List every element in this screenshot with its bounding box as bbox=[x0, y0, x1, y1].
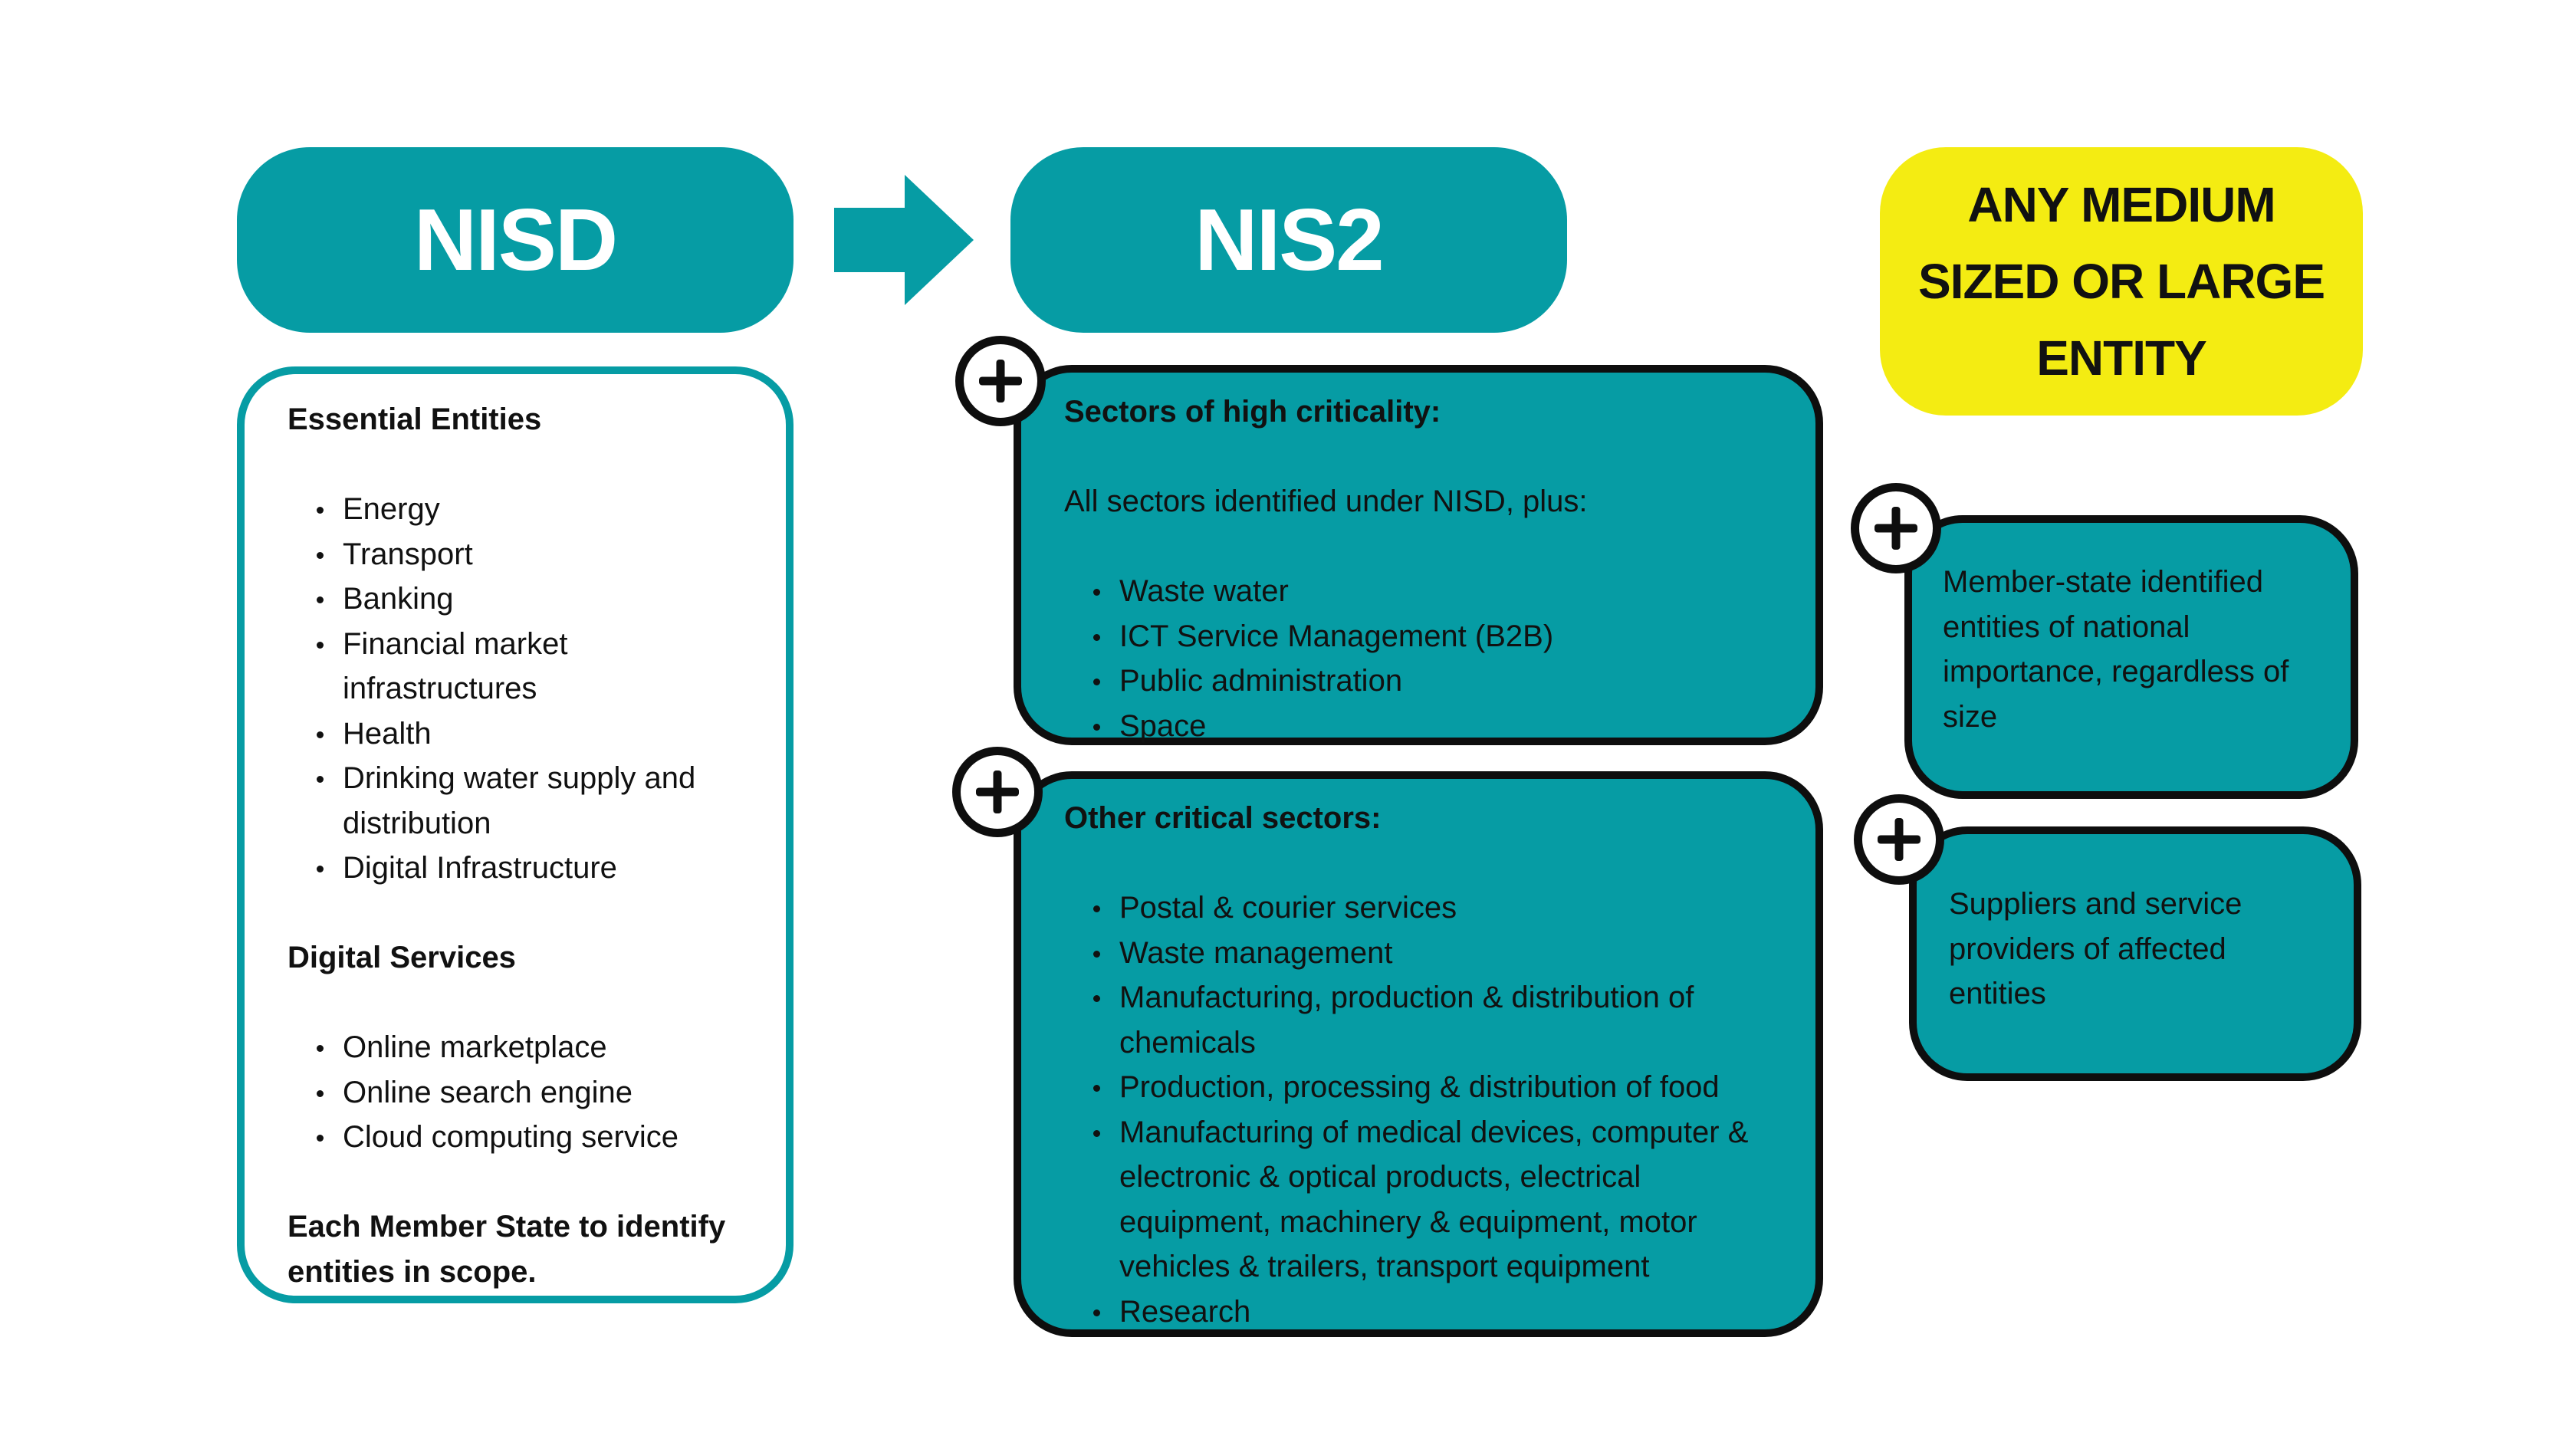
digital-services-list: Online marketplace Online search engine … bbox=[288, 1025, 749, 1160]
member-state-entities-text: Member-state identified entities of nati… bbox=[1943, 565, 2289, 734]
digital-services-heading: Digital Services bbox=[288, 941, 516, 974]
suppliers-text: Suppliers and service providers of affec… bbox=[1949, 887, 2242, 1010]
list-item: Postal & courier services bbox=[1093, 886, 1785, 931]
list-item: Space bbox=[1093, 704, 1785, 749]
suppliers-box: Suppliers and service providers of affec… bbox=[1909, 826, 2361, 1081]
nisd-title-pill: NISD bbox=[237, 147, 794, 333]
scope-badge: ANY MEDIUM SIZED OR LARGE ENTITY bbox=[1880, 147, 2363, 416]
list-item: Banking bbox=[317, 577, 749, 622]
list-item: Manufacturing, production & distribution… bbox=[1093, 975, 1785, 1065]
other-critical-heading: Other critical sectors: bbox=[1064, 801, 1382, 835]
scope-line-3: ENTITY bbox=[2036, 330, 2207, 386]
list-item: Research bbox=[1093, 1290, 1785, 1335]
nis2-title: NIS2 bbox=[1194, 191, 1384, 289]
other-critical-box: Other critical sectors: Postal & courier… bbox=[1014, 771, 1823, 1337]
plus-icon bbox=[952, 747, 1043, 837]
list-item: Waste water bbox=[1093, 569, 1785, 614]
list-item: Cloud computing service bbox=[317, 1115, 749, 1160]
list-item: Energy bbox=[317, 487, 749, 532]
list-item: Drinking water supply and distribution bbox=[317, 756, 749, 846]
list-item: Digital Infrastructure bbox=[317, 846, 749, 891]
list-item: Online search engine bbox=[317, 1070, 749, 1116]
scope-line-1: ANY MEDIUM bbox=[1967, 177, 2275, 232]
plus-icon bbox=[1854, 794, 1944, 885]
high-criticality-list: Waste water ICT Service Management (B2B)… bbox=[1064, 569, 1785, 748]
list-item: Production, processing & distribution of… bbox=[1093, 1065, 1785, 1110]
high-criticality-intro: All sectors identified under NISD, plus: bbox=[1064, 485, 1588, 518]
nisd-scope-box: Essential Entities Energy Transport Bank… bbox=[237, 366, 794, 1303]
essential-entities-heading: Essential Entities bbox=[288, 402, 542, 436]
list-item: ICT Service Management (B2B) bbox=[1093, 614, 1785, 659]
plus-icon bbox=[1851, 483, 1941, 573]
nis2-title-pill: NIS2 bbox=[1010, 147, 1567, 333]
high-criticality-box: Sectors of high criticality: All sectors… bbox=[1014, 365, 1823, 745]
other-critical-list: Postal & courier services Waste manageme… bbox=[1064, 886, 1785, 1334]
list-item: Financial market infrastructures bbox=[317, 622, 749, 711]
essential-entities-list: Energy Transport Banking Financial marke… bbox=[288, 487, 749, 891]
nisd-title: NISD bbox=[413, 191, 618, 289]
member-state-entities-box: Member-state identified entities of nati… bbox=[1904, 515, 2358, 799]
list-item: Online marketplace bbox=[317, 1025, 749, 1070]
list-item: Waste management bbox=[1093, 931, 1785, 976]
scope-line-2: SIZED OR LARGE bbox=[1917, 254, 2325, 309]
member-state-note: Each Member State to identify entities i… bbox=[288, 1210, 726, 1289]
high-criticality-heading: Sectors of high criticality: bbox=[1064, 395, 1441, 429]
list-item: Health bbox=[317, 711, 749, 757]
list-item: Manufacturing of medical devices, comput… bbox=[1093, 1110, 1785, 1290]
right-arrow-icon bbox=[834, 175, 974, 305]
plus-icon bbox=[955, 336, 1046, 426]
list-item: Public administration bbox=[1093, 659, 1785, 704]
list-item: Transport bbox=[317, 532, 749, 577]
